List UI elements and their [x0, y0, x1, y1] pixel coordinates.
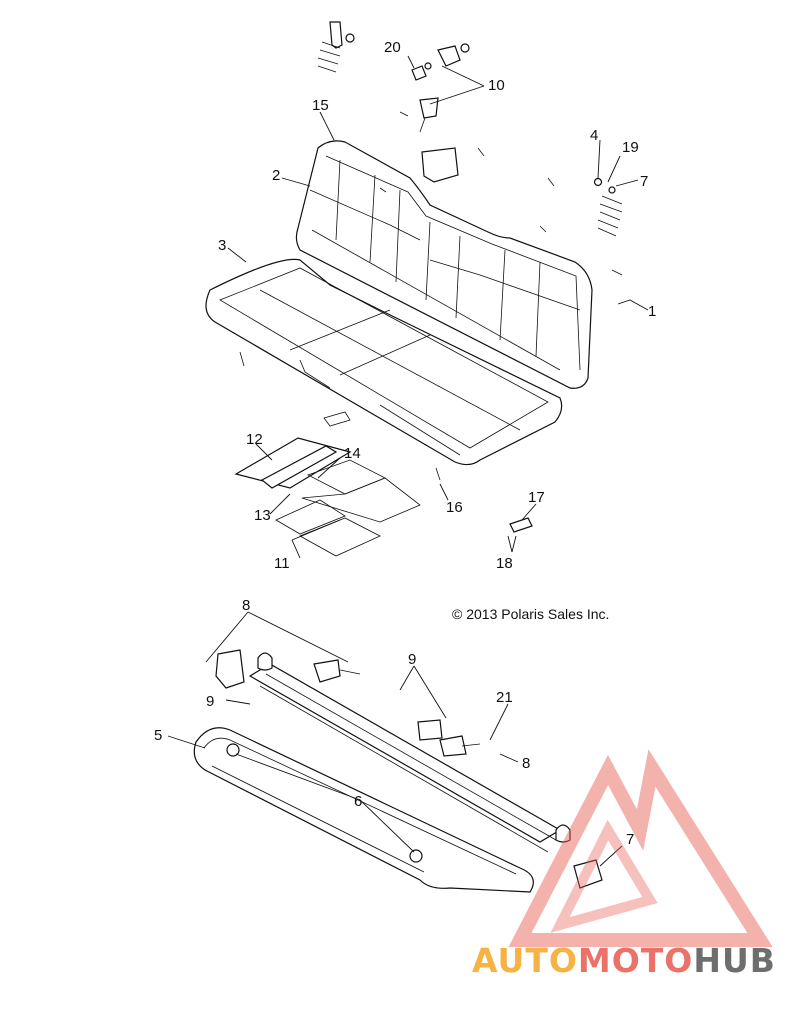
- callout-11: 11: [274, 555, 290, 572]
- callout-16: 16: [446, 499, 463, 516]
- screws: [239, 147, 623, 481]
- callout-4: 4: [590, 127, 598, 144]
- seat-latch-spring: [317, 21, 355, 73]
- callout-14: 14: [344, 445, 361, 462]
- callout-9-left: 9: [206, 693, 214, 710]
- callout-8-right: 8: [522, 755, 530, 772]
- callout-18: 18: [496, 555, 513, 572]
- callout-2: 2: [272, 167, 280, 184]
- callouts: 1 2 3 4 5 6 7 7 8 8 9 9 10 11 12 13 14 1…: [154, 39, 656, 848]
- callout-6: 6: [354, 793, 362, 810]
- callout-19: 19: [622, 139, 639, 156]
- callout-15: 15: [312, 97, 329, 114]
- storage-cover-assembly: [234, 411, 421, 557]
- center-buckle-cover: [421, 147, 459, 183]
- automotohub-watermark: AUTOMOTOHUB: [472, 749, 776, 980]
- callout-12: 12: [246, 431, 263, 448]
- callout-17: 17: [528, 489, 545, 506]
- callout-1: 1: [648, 303, 656, 320]
- seat-frame: [193, 652, 571, 893]
- seat-cushion: [205, 258, 563, 466]
- copyright-notice: © 2013 Polaris Sales Inc.: [452, 606, 609, 622]
- callout-20: 20: [384, 39, 401, 56]
- watermark-hub: HUB: [693, 941, 776, 980]
- watermark-moto: MOTO: [578, 941, 693, 980]
- leader-lines: [167, 55, 649, 867]
- item-17-plate: [509, 517, 533, 533]
- callout-5: 5: [154, 727, 162, 744]
- watermark-triangle-logo: [508, 749, 773, 947]
- callout-13: 13: [254, 507, 271, 524]
- callout-7-lower: 7: [626, 831, 634, 848]
- watermark-auto: AUTO: [472, 941, 578, 980]
- seat-striker-hardware: [399, 43, 470, 133]
- callout-9-right: 9: [408, 651, 416, 668]
- callout-3: 3: [218, 237, 226, 254]
- callout-10: 10: [488, 77, 505, 94]
- seat-back: [295, 140, 593, 389]
- callout-8-top: 8: [242, 597, 250, 614]
- callout-7-right: 7: [640, 173, 648, 190]
- seat-belts: [215, 649, 603, 889]
- callout-21: 21: [496, 689, 513, 706]
- right-latch-spring: [593, 177, 623, 237]
- watermark-text: AUTOMOTOHUB: [472, 941, 776, 980]
